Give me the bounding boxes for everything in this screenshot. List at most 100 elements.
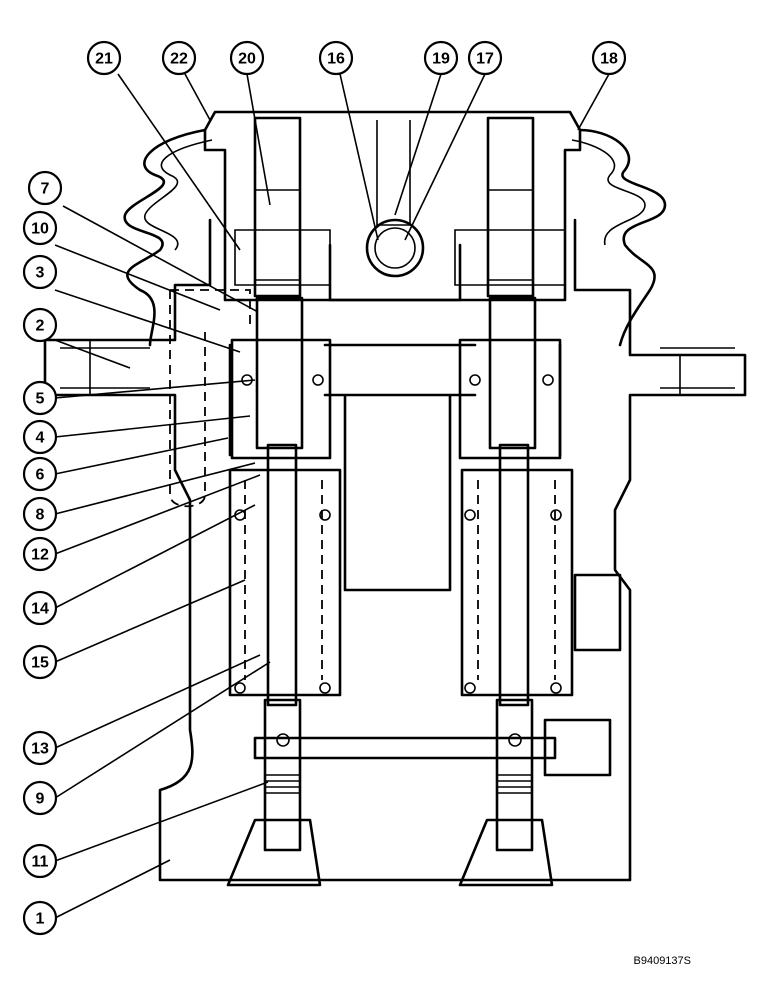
callout-18: 18 [591,40,627,76]
left-seal-f [319,682,331,694]
left-spool-stem [266,443,298,707]
left-spring-housing [228,468,342,697]
callout-label: 10 [31,221,49,238]
callout-20: 20 [229,40,265,76]
callout-4: 4 [22,419,58,455]
callout-12: 12 [22,536,58,572]
callout-circle [22,780,58,816]
right-seal-b [542,374,554,386]
right-seal-d [550,509,562,521]
callout-19: 19 [423,40,459,76]
callout-label: 1 [36,911,45,928]
callout-circle [318,40,354,76]
left-seal-b [312,374,324,386]
right-seal-f [550,682,562,694]
right-spring [477,480,556,680]
callout-label: 16 [327,51,345,68]
callout-circle [22,644,58,680]
callout-circle [27,170,63,206]
callout-21: 21 [86,40,122,76]
cam-ball [365,218,425,278]
callout-label: 6 [36,467,45,484]
center-pocket [328,243,462,302]
left-pin-hole [276,733,290,747]
callout-13: 13 [22,730,58,766]
callout-label: 2 [36,318,45,335]
callout-circle [22,590,58,626]
left-threads [265,774,300,794]
right-boot-inner [571,139,646,246]
left-plunger-detail [234,189,331,286]
hidden-passage [169,289,251,508]
right-seal-a [469,374,481,386]
right-fitting-upper [573,573,622,652]
callout-circle [22,843,58,879]
left-upper-plunger [253,116,302,298]
callout-label: 5 [36,391,45,408]
right-seal-e [464,682,476,694]
callout-label: 11 [32,854,49,871]
callout-circle [22,536,58,572]
left-spring [244,480,323,680]
callout-10: 10 [22,210,58,246]
callout-6: 6 [22,456,58,492]
callout-label: 8 [36,507,45,524]
callout-label: 14 [31,601,49,618]
callout-circle [22,380,58,416]
left-seal-d [319,509,331,521]
right-spool-upper [488,296,537,450]
callout-circle [467,40,503,76]
right-seal-c [464,509,476,521]
callout-2: 2 [22,307,58,343]
callout-circle [22,730,58,766]
callout-circle [22,210,58,246]
left-boot [123,128,207,347]
left-foot [226,818,322,887]
callout-22: 22 [161,40,197,76]
callout-circle [22,456,58,492]
callout-circle [22,900,58,936]
left-spool-housing [230,338,332,460]
center-pin [376,120,411,226]
callout-11: 11 [22,843,58,879]
callout-label: 3 [36,265,45,282]
right-pipe [660,347,735,395]
left-seal-e [234,682,246,694]
callout-label: 18 [600,51,618,68]
callout-label: 20 [238,51,256,68]
callout-label: 13 [31,741,49,758]
left-pipe [60,340,150,395]
callout-9: 9 [22,780,58,816]
callout-label: 12 [31,547,49,564]
right-boot [578,128,667,347]
callout-8: 8 [22,496,58,532]
right-pin-hole [508,733,522,747]
callout-label: 15 [31,655,49,672]
callout-label: 19 [432,51,450,68]
callout-1: 1 [22,900,58,936]
callout-label: 17 [476,51,494,68]
callout-circle [22,419,58,455]
right-threads [497,774,532,794]
callout-label: 21 [95,51,113,68]
callout-16: 16 [318,40,354,76]
callout-label: 4 [36,430,45,447]
callout-circle [591,40,627,76]
callout-circle [229,40,265,76]
middle-block [228,343,562,592]
callout-circle [161,40,197,76]
leader-lines [54,73,610,919]
callout-3: 3 [22,254,58,290]
callout-15: 15 [22,644,58,680]
callout-label: 7 [41,181,50,198]
right-spool-housing [458,338,562,460]
callout-circle [86,40,122,76]
callout-7: 7 [27,170,63,206]
callout-label: 9 [36,791,45,808]
right-fitting-lower [543,718,612,777]
callout-circle [22,254,58,290]
left-spool-upper [255,296,304,450]
callout-17: 17 [467,40,503,76]
cam-ball-inner [374,227,416,269]
